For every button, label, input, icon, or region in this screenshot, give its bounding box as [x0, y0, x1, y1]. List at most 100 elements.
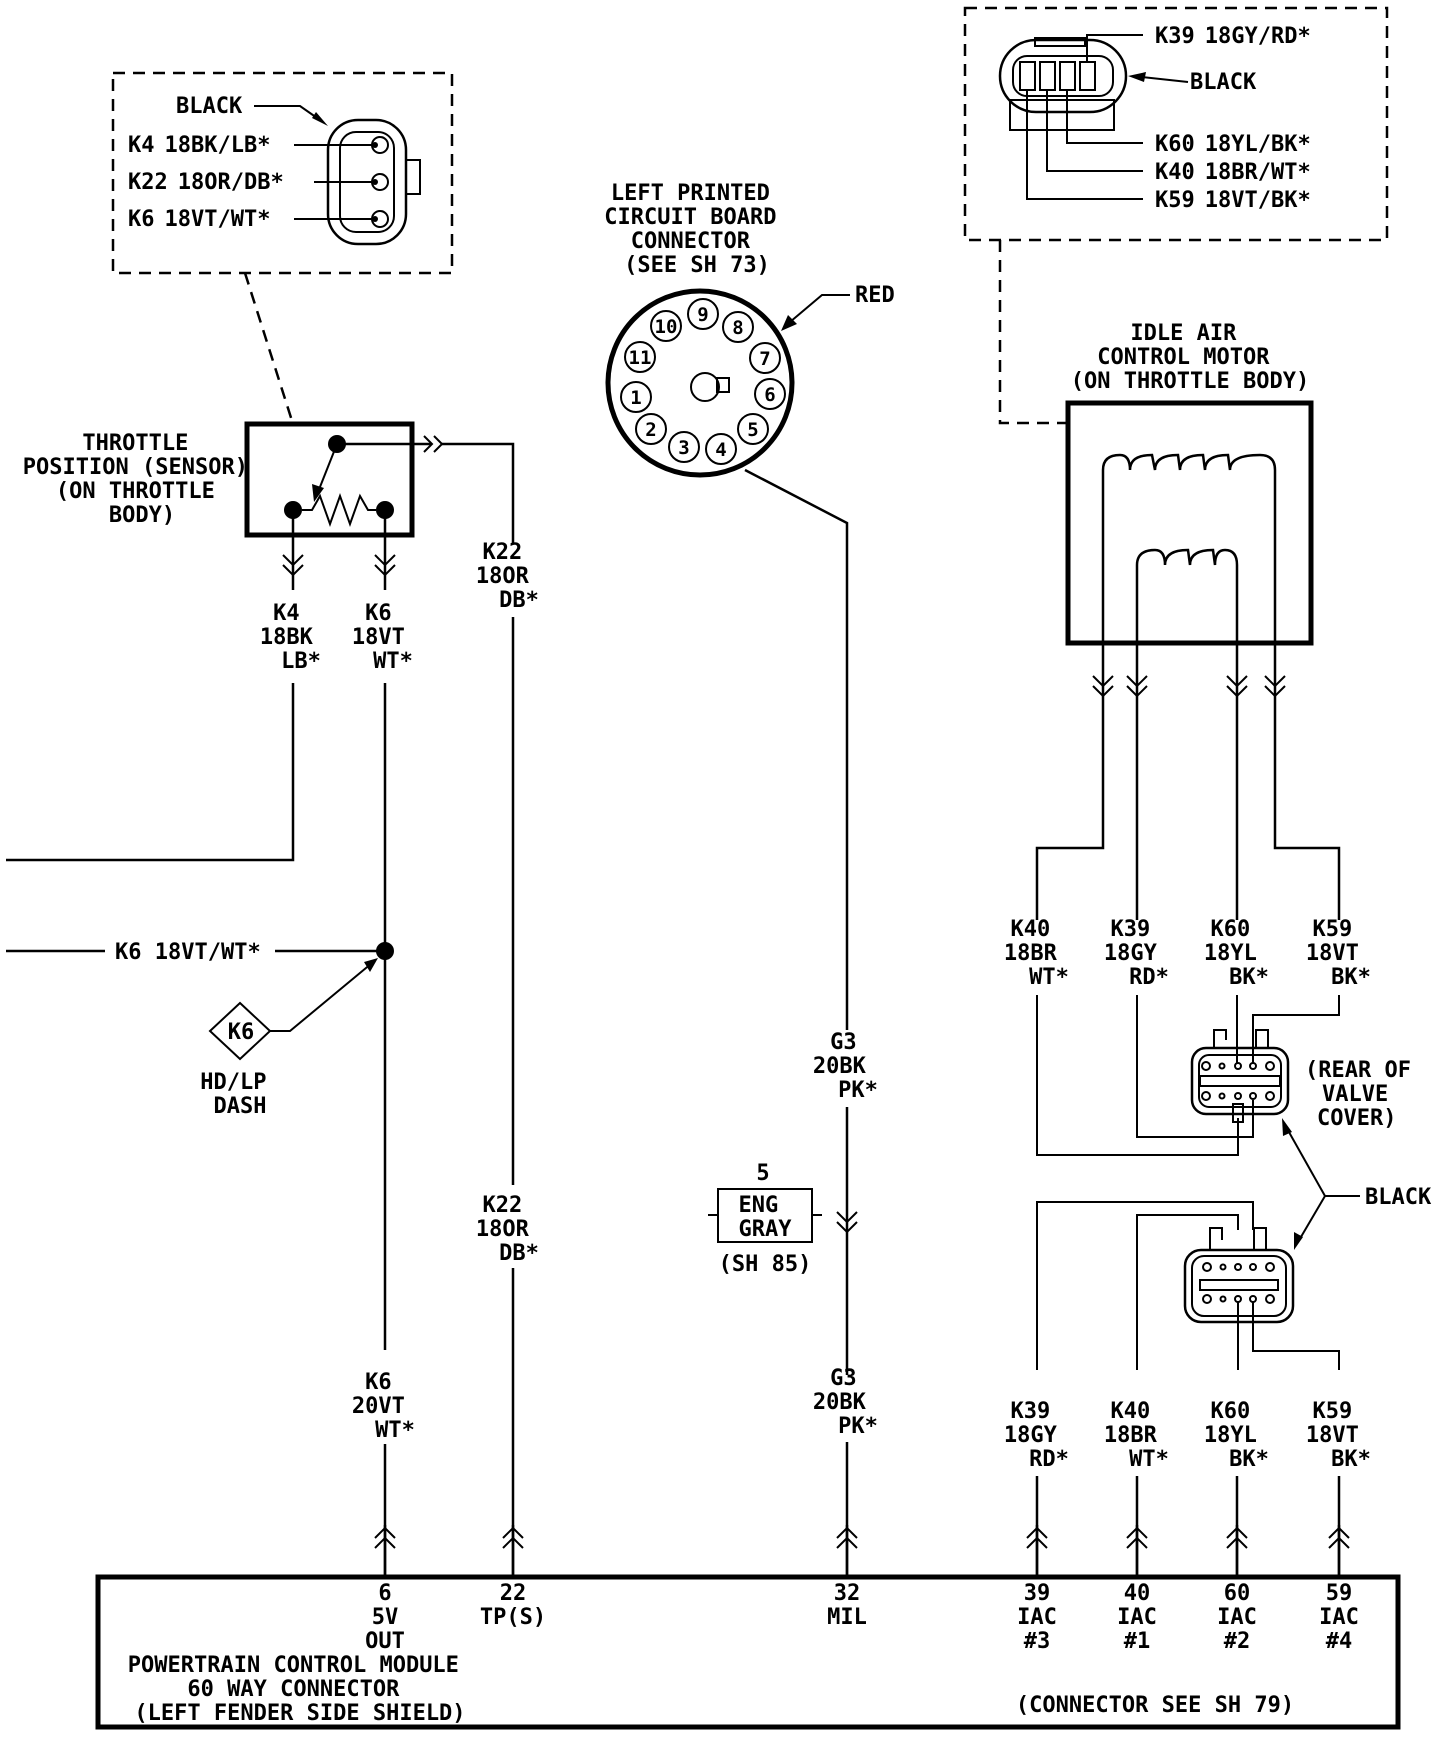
iac-upper-labels: K40 18BR WT* K39 18GY RD* K60 18YL BK* K…	[1004, 917, 1372, 990]
arrow-icon	[364, 958, 378, 972]
coil-inner-icon	[1135, 548, 1239, 690]
throttle-position-sensor: THROTTLE POSITION (SENSOR) (ON THROTTLE …	[23, 421, 515, 543]
pcb-pin-circle	[754, 378, 786, 410]
tps-box	[244, 421, 415, 538]
wire-label-k22-upper: K22 18OR DB*	[476, 540, 542, 613]
valve-cover-color-label: BLACK	[1365, 1185, 1432, 1210]
connector-symbol-icon	[1126, 1526, 1148, 1549]
wire-label-k6-horizontal: K6 18VT/WT*	[115, 940, 261, 965]
pcb-pin-number: 7	[759, 348, 770, 370]
pcm-box	[95, 1574, 1401, 1730]
splice-diamond	[208, 1001, 272, 1061]
pcb-pin-number: 9	[697, 304, 708, 326]
pcb-pin-circle	[749, 342, 781, 374]
iac-motor-box	[1065, 400, 1314, 646]
iac-lower-labels: K39 18GY RD* K40 18BR WT* K60 18YL BK* K…	[1004, 1399, 1371, 1577]
connector-symbol-icon	[1226, 1526, 1248, 1549]
iac-motor: IDLE AIR CONTROL MOTOR (ON THROTTLE BODY…	[1035, 321, 1341, 920]
lower-wire-labels-left: K22 18OR DB* K6 20VT WT*	[352, 1193, 542, 1577]
valve-cover-color-callout: BLACK	[1282, 1118, 1432, 1250]
pcb-pin-number: 5	[747, 419, 758, 441]
pcb-connector: LEFT PRINTED CIRCUIT BOARD CONNECTOR (SE…	[604, 181, 895, 1030]
wire-label-k22-lower: K22 18OR DB*	[476, 1193, 542, 1266]
connector-symbol-icon	[374, 1526, 396, 1549]
wire-label-k6-upper: K6 18VT WT*	[352, 601, 418, 674]
connector-symbols	[1092, 675, 1286, 698]
pcb-pin-circle	[737, 413, 769, 445]
wire-label-iac-upper: K59 18VT BK*	[1306, 917, 1372, 990]
pcb-pin-circle	[687, 298, 719, 330]
wire-label-iac-lower: K60 18YL BK*	[1204, 1399, 1270, 1472]
connector-symbol-icon	[836, 1526, 858, 1549]
valve-cover-connector-upper: (REAR OF VALVE COVER)	[1036, 995, 1424, 1156]
wire-label-iac-lower: K39 18GY RD*	[1004, 1399, 1070, 1472]
tps-leads: K4 18BK LB* K6 18VT WT* K22 18OR DB*	[6, 510, 542, 1350]
connector-symbol-icon	[374, 554, 396, 577]
pcb-color-label: RED	[855, 283, 895, 308]
eng-gray-ref: (SH 85)	[719, 1252, 812, 1277]
pcb-pin-number: 10	[655, 316, 678, 338]
wire-k4	[6, 683, 295, 862]
tps-color-label: BLACK	[176, 94, 243, 119]
connector-symbol-icon	[282, 554, 304, 577]
iac-connector-shell	[998, 38, 1128, 114]
k6-splice: K6 18VT/WT* K6 HD/LP DASH	[6, 940, 394, 1119]
arrow-icon	[781, 315, 797, 331]
arrow-icon	[1128, 72, 1146, 82]
pcb-connector-title: LEFT PRINTED CIRCUIT BOARD CONNECTOR (SE…	[604, 181, 789, 278]
pcb-pin-circle	[624, 341, 656, 373]
iac-leader-dashed	[998, 240, 1068, 425]
resistor-icon	[302, 493, 376, 527]
valve-cover-label: (REAR OF VALVE COVER)	[1305, 1058, 1424, 1131]
arrow-icon	[312, 112, 328, 126]
pcb-pin-circle	[635, 413, 667, 445]
pcb-pin-circle	[650, 310, 682, 342]
connector-symbol-icon	[836, 1211, 858, 1234]
tps-title: THROTTLE POSITION (SENSOR) (ON THROTTLE …	[23, 431, 261, 528]
wiper-arrow-icon	[312, 484, 324, 502]
connector-symbol-icon	[502, 1526, 524, 1549]
pcb-pin-number: 8	[732, 317, 743, 339]
wire-label-iac-lower: K40 18BR WT*	[1104, 1399, 1170, 1472]
wire-label-g3-lower: G3 20BK PK*	[813, 1366, 879, 1439]
wire-label-g3-upper: G3 20BK PK*	[813, 1030, 879, 1103]
pcm-title: POWERTRAIN CONTROL MODULE 60 WAY CONNECT…	[128, 1653, 472, 1726]
g3-circuit: G3 20BK PK* 5 ENG GRAY (SH 85) G3 20BK P…	[708, 1030, 879, 1577]
eng-gray-label: ENG GRAY	[739, 1193, 793, 1242]
pcb-pin-number: 6	[764, 384, 775, 406]
wire-k59-motor	[1273, 690, 1341, 920]
connector-symbol-icon	[1026, 1526, 1048, 1549]
tps-dashed-box	[111, 71, 454, 275]
iac-dashed-box	[963, 6, 1389, 242]
wire-label-k4-upper: K4 18BK LB*	[260, 601, 326, 674]
pcb-pin-number: 3	[678, 437, 689, 459]
pcb-pin-circle	[668, 431, 700, 463]
eng-gray-pin: 5	[756, 1161, 769, 1186]
pcb-pin-circle	[722, 311, 754, 343]
splice-location: HD/LP DASH	[200, 1070, 279, 1119]
pcm-connector-ref: (CONNECTOR SEE SH 79)	[1016, 1693, 1294, 1718]
pcb-connector-body	[605, 288, 795, 478]
pcb-pin-number: 11	[629, 347, 652, 369]
wire-label-k6-lower: K6 20VT WT*	[352, 1370, 418, 1443]
wire-label-iac-upper: K60 18YL BK*	[1204, 917, 1270, 990]
pcb-pin-circle	[705, 433, 737, 465]
wire-label-iac-upper: K39 18GY RD*	[1104, 917, 1170, 990]
iac-color-label: BLACK	[1190, 70, 1257, 95]
